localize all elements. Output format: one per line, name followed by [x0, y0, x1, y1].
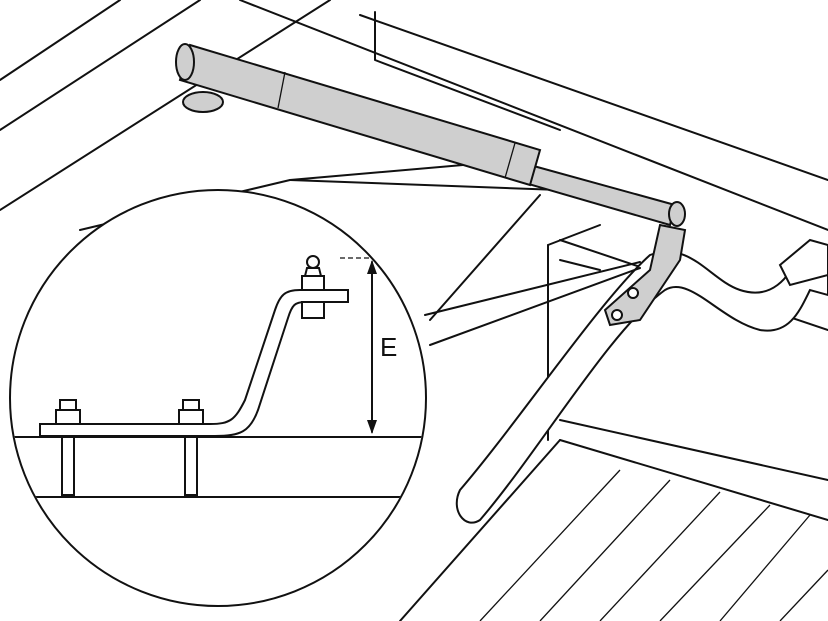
bolt-icon: [627, 287, 639, 299]
strut-bracket: [603, 223, 687, 327]
dimension-label-e: E: [380, 332, 397, 362]
gas-strut: [175, 43, 686, 227]
bolt-icon: [611, 309, 623, 321]
detail-inset: E: [9, 189, 427, 607]
hatch-arm: [455, 238, 828, 524]
callout-line: [429, 267, 641, 346]
callout-line: [424, 261, 641, 316]
